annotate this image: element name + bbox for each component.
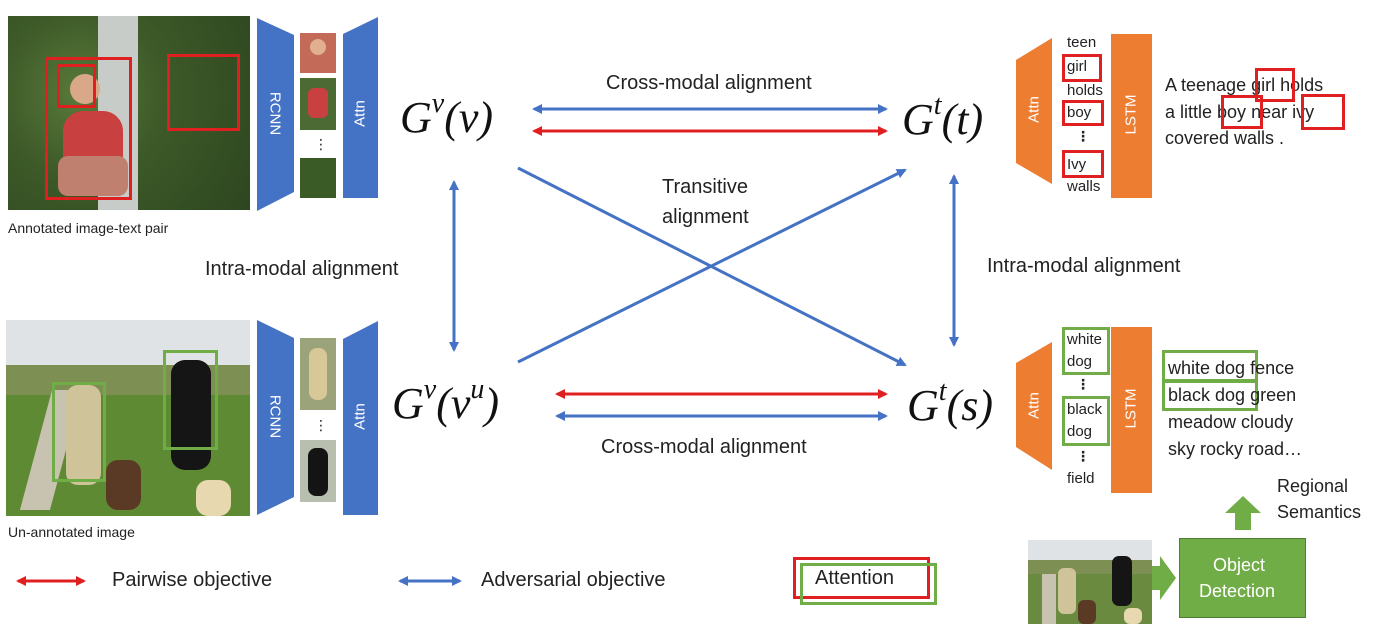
label-transitive-2: alignment — [662, 206, 749, 228]
sentence-black-dog-box — [1162, 380, 1258, 411]
unannotated-photo — [6, 320, 250, 516]
bottom-word-1: dog — [1067, 353, 1093, 370]
crop-white-dog — [300, 338, 336, 410]
unannotated-caption: Un-annotated image — [8, 524, 135, 540]
top-word-5-box — [1062, 150, 1104, 178]
top-word-5: Ivy — [1067, 156, 1087, 173]
crops-dots-top: ⋮ — [314, 136, 328, 152]
legend-attention-red-box — [793, 557, 930, 599]
bottom-text-attn-label: Attn — [1025, 392, 1043, 419]
top-word-1-box — [1062, 54, 1102, 82]
label-cross-modal-top: Cross-modal alignment — [606, 72, 812, 94]
legend-adversarial-label: Adversarial objective — [481, 569, 666, 591]
top-word-3: boy — [1067, 104, 1092, 121]
bottom-sentence-line1: white dog fence — [1168, 358, 1295, 378]
bottom-word-5: ⋮ — [1076, 448, 1090, 464]
bottom-word-black-dog-box — [1062, 396, 1110, 446]
object-detection-box — [1179, 538, 1306, 618]
label-intra-left: Intra-modal alignment — [205, 258, 399, 280]
bottom-sentence-line2: black dog green — [1168, 385, 1297, 405]
bottom-word-4: dog — [1067, 423, 1093, 440]
top-word-1: girl — [1067, 58, 1088, 75]
crop-black-dog — [300, 440, 336, 502]
top-lstm-block — [1111, 34, 1152, 198]
crops-dots-bottom: ⋮ — [314, 417, 328, 433]
detection-input-photo — [1028, 540, 1152, 624]
bottom-sentence-line4: sky rocky road… — [1168, 439, 1303, 459]
top-word-6: walls — [1067, 178, 1101, 195]
node-gv-v: Gv(v) — [400, 88, 494, 142]
regional-line1: Regional — [1277, 476, 1349, 496]
bottom-word-0: white — [1067, 331, 1103, 348]
bottom-word-white-dog-box — [1062, 327, 1110, 375]
bottom-word-2: ⋮ — [1076, 376, 1090, 392]
attention-box-person — [45, 57, 132, 200]
crop-person — [300, 78, 336, 130]
top-word-2: holds — [1067, 82, 1103, 99]
label-intra-right: Intra-modal alignment — [987, 255, 1181, 277]
sentence-ivy-box — [1301, 94, 1345, 130]
attention-box-white-dog — [52, 382, 106, 482]
node-gt-s: Gt(s) — [907, 376, 993, 430]
attention-box-ivy — [167, 54, 240, 131]
top-word-4: ⋮ — [1076, 128, 1090, 144]
label-cross-modal-bottom: Cross-modal alignment — [601, 436, 807, 458]
sentence-boy-box — [1221, 95, 1263, 129]
sentence-girl-box — [1255, 68, 1295, 102]
node-gt-t: Gt(t) — [902, 90, 984, 144]
attention-box-child — [57, 64, 96, 108]
bottom-word-6: field — [1067, 470, 1095, 487]
annotated-caption: Annotated image-text pair — [8, 220, 169, 236]
bottom-attn-label: Attn — [351, 403, 369, 430]
top-text-attn-label: Attn — [1025, 96, 1043, 123]
bottom-lstm-label: LSTM — [1122, 388, 1140, 429]
bottom-lstm-block — [1111, 327, 1152, 493]
label-transitive-1: Transitive — [662, 176, 748, 198]
top-lstm-label: LSTM — [1122, 94, 1140, 135]
object-detection-line1: Object — [1213, 555, 1266, 575]
top-word-3-box — [1062, 100, 1104, 126]
top-sentence-line3: covered walls . — [1165, 128, 1285, 148]
legend-pairwise-label: Pairwise objective — [112, 569, 273, 591]
top-attn-label: Attn — [351, 100, 369, 127]
crop-child — [300, 33, 336, 73]
node-gv-vu: Gv(vu) — [392, 374, 500, 428]
crop-ivy — [300, 158, 336, 198]
top-word-0: teen — [1067, 34, 1097, 51]
regional-line2: Semantics — [1277, 502, 1362, 522]
bottom-rcnn-label: RCNN — [266, 394, 284, 439]
attention-box-black-dog — [163, 350, 218, 450]
top-sentence-line1: A teenage girl holds — [1165, 75, 1324, 95]
top-rcnn-label: RCNN — [266, 91, 284, 136]
legend-attention-label: Attention — [815, 567, 894, 589]
legend-attention-green-box — [800, 563, 937, 605]
bottom-sentence-line3: meadow cloudy — [1168, 412, 1294, 432]
bottom-word-3: black — [1067, 401, 1103, 418]
object-detection-line2: Detection — [1199, 581, 1276, 601]
